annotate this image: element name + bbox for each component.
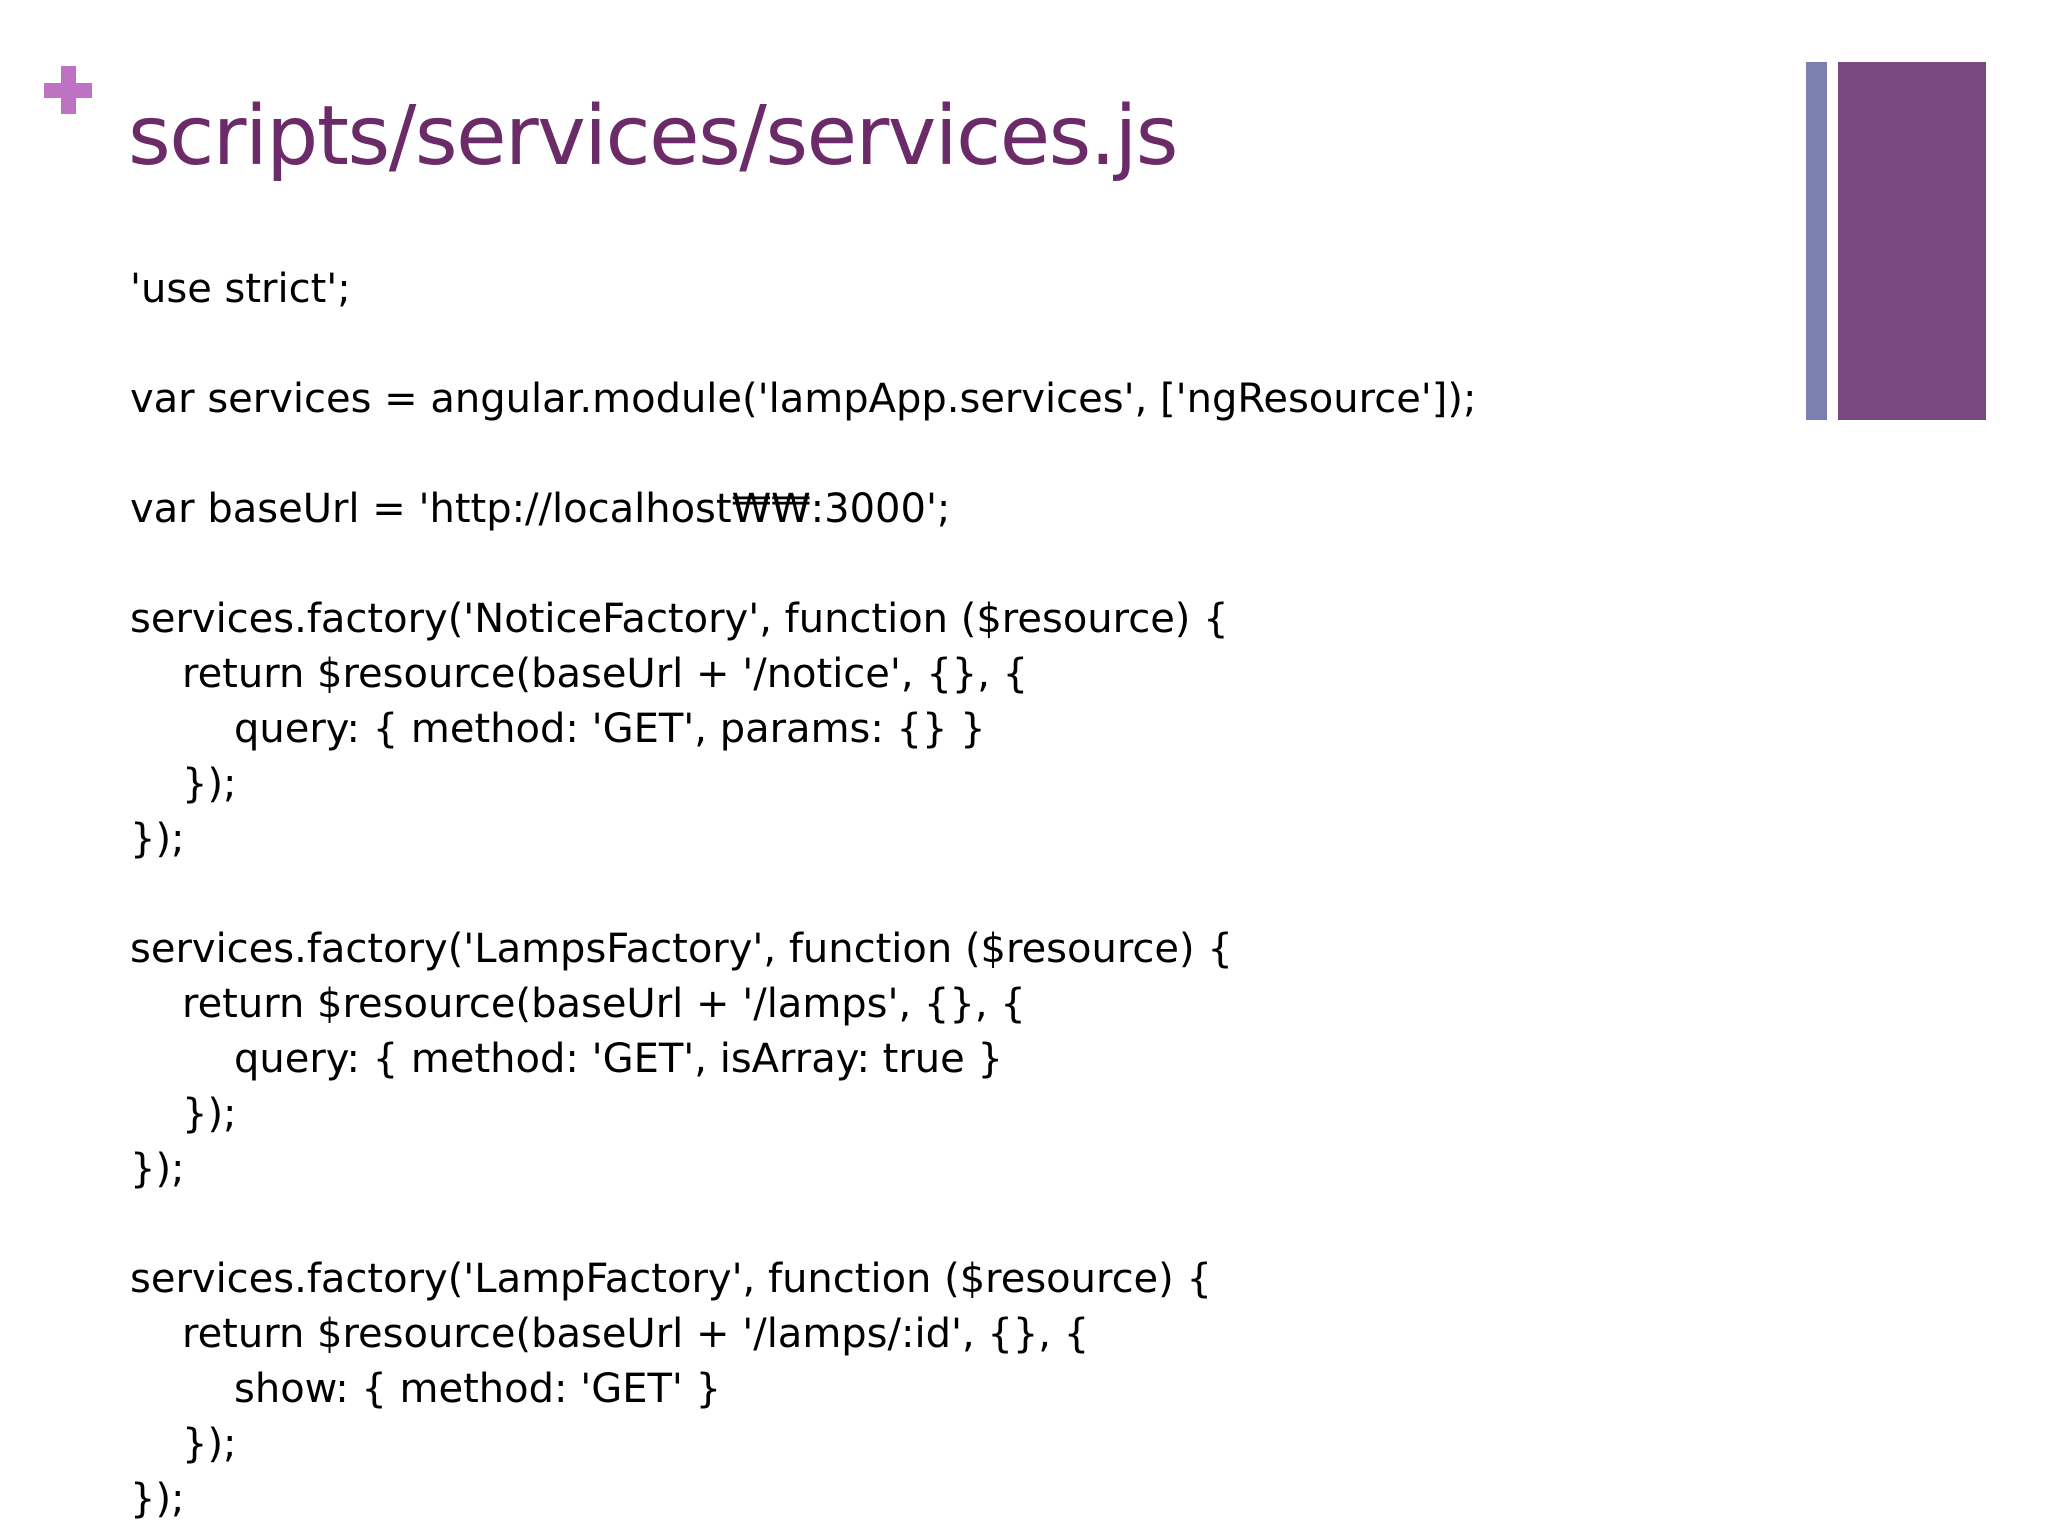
code-line-blank [130, 317, 1830, 372]
code-line: show: { method: 'GET' } [234, 1366, 722, 1412]
code-line: return $resource(baseUrl + '/lamps', {},… [182, 981, 1026, 1027]
code-line-blank [130, 537, 1830, 592]
code-line: services.factory('LampFactory', function… [130, 1256, 1212, 1302]
code-line: }); [130, 1146, 185, 1192]
code-line: }); [182, 761, 237, 807]
code-line: query: { method: 'GET', isArray: true } [234, 1036, 1003, 1082]
page-title: scripts/services/services.js [128, 89, 1178, 184]
code-line: return $resource(baseUrl + '/notice', {}… [182, 651, 1029, 697]
code-line-blank [130, 1197, 1830, 1252]
code-line: }); [182, 1421, 237, 1467]
code-line: }); [182, 1091, 237, 1137]
code-line: query: { method: 'GET', params: {} } [234, 706, 986, 752]
code-line-blank [130, 867, 1830, 922]
code-line: services.factory('LampsFactory', functio… [130, 926, 1233, 972]
plus-icon [44, 66, 92, 114]
decorative-purple-block [1838, 62, 1986, 420]
code-line: services.factory('NoticeFactory', functi… [130, 596, 1229, 642]
code-line-blank [130, 427, 1830, 482]
code-line: 'use strict'; [130, 266, 351, 312]
decorative-bars [1806, 62, 1986, 420]
code-line: }); [130, 816, 185, 862]
code-line: }); [130, 1476, 185, 1522]
code-line: var baseUrl = 'http://localhost₩₩:3000'; [130, 486, 951, 532]
decorative-thin-bar [1806, 62, 1827, 420]
code-block: 'use strict'; var services = angular.mod… [130, 262, 1830, 1527]
plus-icon-vertical-stroke [61, 66, 76, 114]
code-line: return $resource(baseUrl + '/lamps/:id',… [182, 1311, 1090, 1357]
code-line: var services = angular.module('lampApp.s… [130, 376, 1477, 422]
